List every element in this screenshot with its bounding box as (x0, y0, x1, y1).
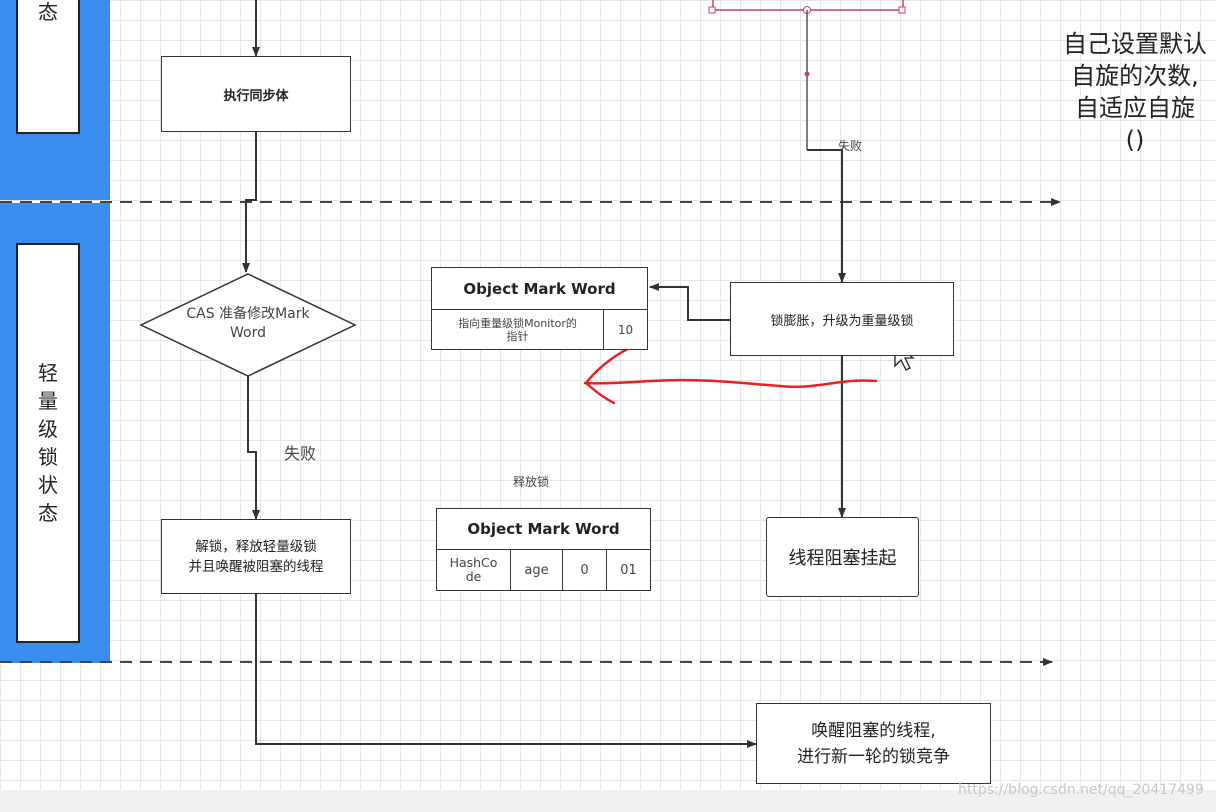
spin-note-line3: 自适应自旋 (1075, 94, 1195, 122)
inflate-label: 锁膨胀，升级为重量级锁 (770, 313, 914, 329)
mark-word-biased-cell: 0 (563, 550, 607, 590)
cas-diamond (139, 273, 357, 377)
spin-note-line2: 自旋的次数, (1071, 62, 1199, 90)
mark-word-hashcode-line2: de (465, 569, 482, 584)
fail-label-top: 失败 (838, 139, 863, 153)
mark-word-hashcode-cell: HashCo de (437, 550, 511, 590)
cas-label-line2: Word (230, 325, 266, 341)
edge-execute-to-cas (242, 132, 257, 273)
wake-threads-box: 唤醒阻塞的线程, 进行新一轮的锁竞争 (756, 703, 991, 784)
red-annotation-arrow (583, 378, 878, 389)
red-arrow-head (584, 344, 636, 405)
thread-block-label: 线程阻塞挂起 (788, 548, 897, 569)
cas-label: CAS 准备修改Mark Word (160, 305, 336, 343)
watermark-strip (0, 790, 1216, 812)
wake-label-line1: 唤醒阻塞的线程, (811, 720, 936, 741)
release-lock-label: 释放锁 (513, 475, 550, 489)
inflate-box: 锁膨胀，升级为重量级锁 (730, 282, 954, 356)
mark-word-normal-header: Object Mark Word (437, 509, 650, 550)
thread-block-box: 线程阻塞挂起 (766, 517, 919, 597)
lane-label-top: 态 (16, 0, 80, 134)
execute-sync-box: 执行同步体 (161, 56, 351, 132)
unlock-label-line1: 解锁，释放轻量级锁 (195, 538, 317, 555)
unlock-box: 解锁，释放轻量级锁 并且唤醒被阻塞的线程 (161, 519, 351, 594)
edge-cas-to-unlock (247, 376, 260, 520)
wake-label-line2: 进行新一轮的锁竞争 (797, 746, 950, 767)
mark-word-heavyweight-header: Object Mark Word (432, 268, 647, 310)
spin-note-line4: () (1125, 126, 1145, 154)
fail-label-left: 失败 (284, 444, 317, 463)
mark-word-normal: Object Mark Word HashCo de age 0 01 (436, 508, 651, 591)
watermark-text: https://blog.csdn.net/qq_20417499 (958, 782, 1204, 798)
cas-label-line1: CAS 准备修改Mark (186, 306, 310, 322)
edge-inflate-to-markword (649, 283, 730, 321)
unlock-label-line2: 并且唤醒被阻塞的线程 (188, 558, 324, 575)
mark-word-pointer-line2: 指针 (506, 329, 529, 343)
edge-unlock-to-wake (255, 594, 757, 748)
mark-word-age-cell: age (511, 550, 563, 590)
lane-label-lightweight: 轻量级锁状态 (16, 243, 80, 643)
mark-word-pointer-line1: 指向重量级锁Monitor的 (458, 316, 577, 330)
spin-note: 自己设置默认 自旋的次数, 自适应自旋 () (1054, 28, 1216, 156)
mark-word-pointer-cell: 指向重量级锁Monitor的 指针 (432, 310, 604, 349)
mark-word-heavyweight: Object Mark Word 指向重量级锁Monitor的 指针 10 (431, 267, 648, 350)
edge-to-inflate (807, 149, 846, 283)
spin-note-line1: 自己设置默认 (1063, 30, 1207, 58)
execute-sync-label: 执行同步体 (223, 88, 289, 104)
lane-label-lightweight-text: 轻量级锁状态 (38, 361, 58, 525)
mark-word-flag-01: 01 (620, 562, 637, 578)
mark-word-hashcode-line1: HashCo (449, 555, 498, 570)
mark-word-flag-10: 10 (617, 322, 634, 337)
lane-label-top-text: 态 (38, 0, 58, 24)
